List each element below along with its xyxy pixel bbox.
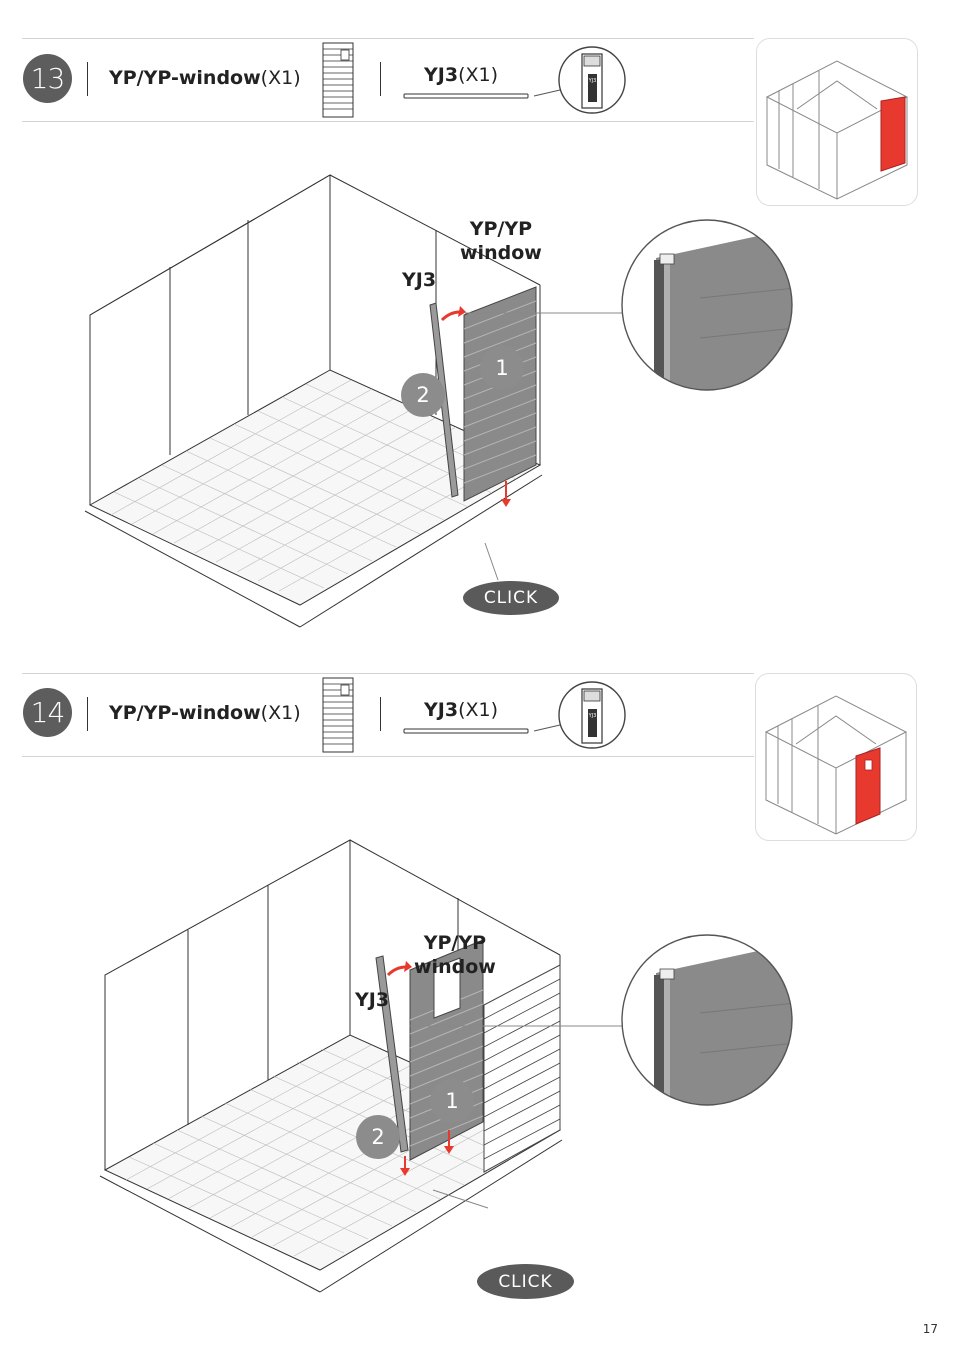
assembly-illustration [99, 839, 622, 1293]
connector-part-icon: YJ3 [403, 46, 626, 114]
connector-detail-label: YJ3 [588, 78, 597, 84]
connector-part-label: YJ3(X1) [424, 699, 498, 721]
callout-panel-label: YP/YP window [460, 218, 542, 264]
step-badge-1: 1 [430, 1079, 474, 1123]
separator [87, 697, 88, 731]
callout-panel-label: YP/YP window [414, 932, 496, 978]
click-callout: CLICK [463, 581, 559, 615]
step-badge-2: 2 [356, 1115, 400, 1159]
connector-detail-label: YJ3 [588, 713, 597, 719]
separator [380, 697, 381, 731]
header-divider-bottom [22, 756, 754, 757]
panel-part-label: YP/YP-window(X1) [109, 702, 301, 724]
step-number: 14 [23, 688, 72, 737]
header-divider-top [22, 38, 754, 39]
click-callout: CLICK [477, 1264, 574, 1299]
detail-zoom [621, 934, 793, 1106]
progress-thumbnail [756, 38, 918, 206]
shed-overview-icon [765, 60, 909, 200]
separator [380, 62, 381, 96]
separator [87, 62, 88, 96]
step-badge-1: 1 [480, 346, 524, 390]
step-13: 13 YP/YP-window(X1) YJ3(X1) YJ3 [0, 0, 954, 660]
progress-thumbnail [755, 673, 917, 841]
callout-yj3-label: YJ3 [402, 269, 437, 291]
step-14: 14 YP/YP-window(X1) YJ3(X1) YJ3 [0, 635, 954, 1335]
shed-overview-icon [764, 695, 908, 835]
connector-part-icon: YJ3 [403, 681, 626, 749]
step-badge-2: 2 [401, 373, 445, 417]
page-number: 17 [922, 1322, 938, 1336]
connector-part-label: YJ3(X1) [424, 64, 498, 86]
callout-yj3-label: YJ3 [355, 989, 390, 1011]
header-divider-bottom [22, 121, 754, 122]
step-number: 13 [23, 54, 72, 103]
panel-part-label: YP/YP-window(X1) [109, 67, 301, 89]
detail-zoom [621, 219, 793, 391]
assembly-illustration [84, 174, 625, 628]
header-divider-top [22, 673, 754, 674]
panel-part-icon [322, 677, 354, 753]
panel-part-icon [322, 42, 354, 118]
